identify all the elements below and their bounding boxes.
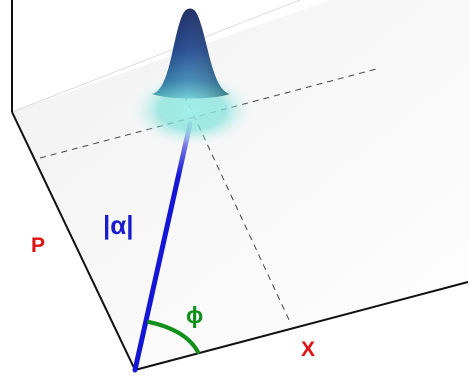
amplitude-vector [132, 121, 193, 373]
plane-top-edge [11, 0, 301, 113]
p-axis-label: P [31, 234, 45, 257]
phase-label: ϕ [186, 302, 203, 328]
x-axis-label: X [301, 338, 315, 361]
amplitude-label: |α| [103, 210, 134, 240]
wavepacket-peak-shading [152, 8, 230, 99]
axes [11, 0, 469, 371]
phase-arc [147, 320, 200, 354]
coherent-state-wavepacket [132, 8, 252, 146]
guide-line-parallel-to-x [39, 67, 381, 159]
p-axis-line [11, 111, 136, 371]
phase-space-plane [12, 0, 470, 370]
x-axis-line [134, 281, 469, 371]
